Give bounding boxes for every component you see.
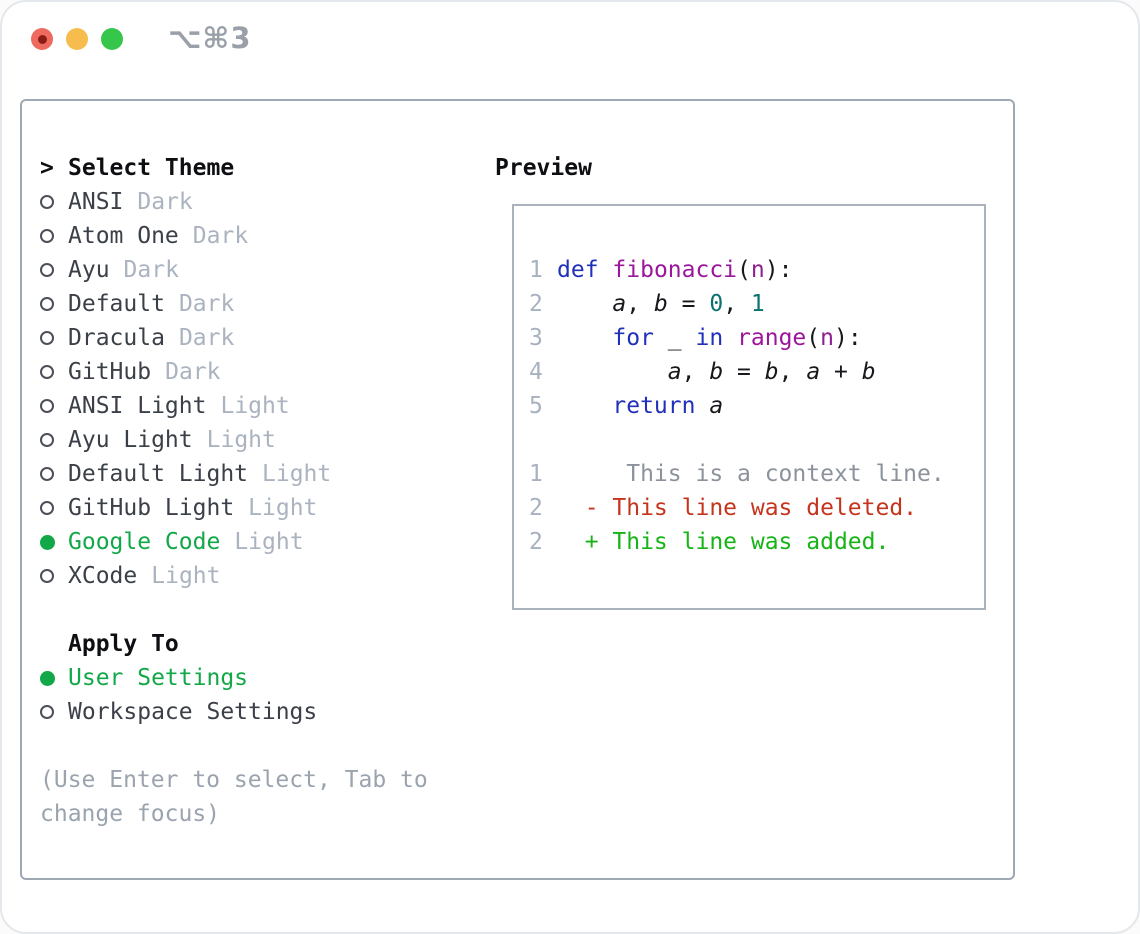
line-number: 2 [529, 291, 543, 317]
line-number: 4 [529, 359, 543, 385]
apply-to-option[interactable]: User Settings [40, 661, 492, 695]
gap [40, 729, 492, 763]
apply-to-title: Apply To [68, 631, 179, 657]
theme-name: Default [68, 291, 165, 317]
line-number: 2 [529, 495, 543, 521]
theme-name: Default Light [68, 461, 249, 487]
theme-name: XCode [68, 563, 138, 589]
radio-unselected-icon [40, 399, 68, 413]
minimize-button[interactable] [66, 28, 88, 50]
theme-variant: Light [151, 563, 221, 589]
theme-variant: Dark [178, 325, 235, 351]
theme-item[interactable]: Dracula Dark [40, 321, 492, 355]
theme-item[interactable]: Ayu Dark [40, 253, 492, 287]
code-line: 5 return a [529, 393, 724, 419]
gap [529, 423, 984, 457]
theme-name: ANSI Light [68, 393, 207, 419]
hint-text: (Use Enter to select, Tab to change focu… [40, 767, 428, 827]
theme-item[interactable]: XCode Light [40, 559, 492, 593]
zoom-button[interactable] [101, 28, 123, 50]
theme-variant: Light [220, 393, 290, 419]
theme-name: Dracula [68, 325, 165, 351]
close-dot-icon [37, 34, 47, 44]
radio-unselected-icon [40, 297, 68, 311]
preview-title: Preview [495, 155, 592, 181]
theme-item[interactable]: ANSI Dark [40, 185, 492, 219]
theme-variant: Light [206, 427, 276, 453]
theme-variant: Light [248, 495, 318, 521]
code-line: 4 a, b = b, a + b [529, 359, 876, 385]
theme-item[interactable]: Ayu Light Light [40, 423, 492, 457]
apply-to-name: User Settings [68, 665, 249, 691]
radio-unselected-icon [40, 365, 68, 379]
diff-line-context: 1 This is a context line. [529, 461, 945, 487]
theme-item[interactable]: ANSI Light Light [40, 389, 492, 423]
line-number: 2 [529, 529, 543, 555]
theme-item[interactable]: GitHub Light Light [40, 491, 492, 525]
apply-to-option[interactable]: Workspace Settings [40, 695, 492, 729]
line-number: 3 [529, 325, 543, 351]
radio-unselected-icon [40, 467, 68, 481]
theme-name: GitHub [68, 359, 152, 385]
theme-variant: Dark [123, 257, 179, 283]
radio-unselected-icon [40, 195, 68, 209]
theme-variant: Light [262, 461, 332, 487]
theme-item[interactable]: Atom One Dark [40, 219, 492, 253]
theme-variant: Light [234, 529, 304, 555]
theme-name: ANSI [68, 189, 124, 215]
radio-unselected-icon [40, 331, 68, 345]
select-theme-header: > Select Theme [40, 151, 492, 185]
radio-unselected-icon [40, 705, 68, 719]
theme-name: Ayu Light [68, 427, 193, 453]
select-theme-title: Select Theme [68, 155, 235, 181]
window-shortcut-title: ⌥⌘3 [168, 21, 252, 55]
theme-variant: Dark [178, 291, 235, 317]
theme-name: GitHub Light [68, 495, 235, 521]
theme-name: Google Code [68, 529, 221, 555]
radio-unselected-icon [40, 433, 68, 447]
diff-line-add: 2 + This line was added. [529, 529, 890, 555]
line-number: 1 [529, 461, 543, 487]
theme-variant: Dark [192, 223, 249, 249]
theme-item[interactable]: Google Code Light [40, 525, 492, 559]
radio-selected-icon [40, 670, 68, 686]
theme-variant: Dark [165, 359, 221, 385]
diff-preview: 1 This is a context line. 2 - This line w… [529, 457, 984, 559]
gap [40, 593, 492, 627]
radio-unselected-icon [40, 229, 68, 243]
theme-item[interactable]: GitHub Dark [40, 355, 492, 389]
radio-unselected-icon [40, 501, 68, 515]
code-line: 3 for _ in range(n): [529, 325, 862, 351]
line-number: 5 [529, 393, 543, 419]
radio-selected-icon [40, 534, 68, 550]
radio-unselected-icon [40, 263, 68, 277]
diff-line-del: 2 - This line was deleted. [529, 495, 918, 521]
apply-to-header: Apply To [40, 627, 492, 661]
apply-to-name: Workspace Settings [68, 699, 318, 725]
radio-unselected-icon [40, 569, 68, 583]
theme-item[interactable]: Default Light Light [40, 457, 492, 491]
theme-name: Ayu [68, 257, 110, 283]
theme-variant: Dark [137, 189, 193, 215]
selection-caret-icon: > [40, 155, 54, 181]
theme-item[interactable]: Default Dark [40, 287, 492, 321]
line-number: 1 [529, 257, 543, 283]
theme-name: Atom One [68, 223, 179, 249]
close-button[interactable] [31, 28, 53, 50]
code-line: 2 a, b = 0, 1 [529, 291, 765, 317]
